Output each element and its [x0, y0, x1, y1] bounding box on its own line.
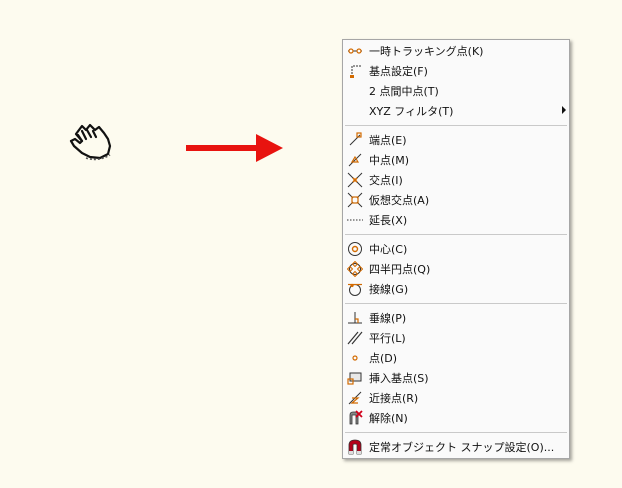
submenu-arrow-icon [562, 106, 566, 114]
temporary-track-point-icon [346, 43, 364, 59]
menu-item-tangent[interactable]: 接線(G) [343, 279, 569, 299]
midpoint-icon [346, 152, 364, 168]
tangent-icon [346, 281, 364, 297]
apparent-intersection-icon [346, 192, 364, 208]
menu-item-node[interactable]: 点(D) [343, 348, 569, 368]
menu-item-midpoint-between-two-points[interactable]: 2 点間中点(T) [369, 85, 439, 98]
hand-cursor-icon [69, 123, 112, 161]
menu-item-intersection[interactable]: 交点(I) [343, 170, 569, 190]
nearest-icon [346, 390, 364, 406]
menu-item-center[interactable]: 中心(C) [343, 239, 569, 259]
extension-icon [346, 212, 364, 228]
intersection-icon [346, 172, 364, 188]
insert-icon [346, 370, 364, 386]
perpendicular-icon [346, 310, 364, 326]
menu-item-parallel[interactable]: 平行(L) [343, 328, 569, 348]
endpoint-icon [346, 132, 364, 148]
menu-item-none[interactable]: 解除(N) [343, 408, 569, 428]
menu-item-perpendicular[interactable]: 垂線(P) [343, 308, 569, 328]
menu-item-endpoint[interactable]: 端点(E) [343, 130, 569, 150]
menu-separator [345, 125, 567, 126]
menu-separator [345, 303, 567, 304]
menu-item-apparent-intersection[interactable]: 仮想交点(A) [343, 190, 569, 210]
quadrant-icon [346, 261, 364, 277]
menu-item-xyz-filter[interactable]: XYZ フィルタ(T) [343, 101, 569, 121]
osnap-settings-icon [346, 439, 364, 455]
parallel-icon [346, 330, 364, 346]
center-icon [346, 241, 364, 257]
menu-item-extension[interactable]: 延長(X) [343, 210, 569, 230]
menu-item-nearest[interactable]: 近接点(R) [343, 388, 569, 408]
from-point-icon [346, 63, 364, 79]
object-snap-context-menu: 一時トラッキング点(K) 基点設定(F) 2 点間中点(T) XYZ フィルタ(… [342, 39, 570, 459]
menu-item-from-point[interactable]: 基点設定(F) [343, 61, 569, 81]
menu-separator [345, 432, 567, 433]
menu-item-osnap-settings[interactable]: 定常オブジェクト スナップ設定(O)... [343, 437, 569, 457]
node-icon [346, 350, 364, 366]
menu-separator [345, 234, 567, 235]
none-icon [346, 410, 364, 426]
menu-item-midpoint[interactable]: 中点(M) [343, 150, 569, 170]
red-arrow-icon [186, 134, 283, 162]
menu-item-temporary-track-point[interactable]: 一時トラッキング点(K) [343, 41, 569, 61]
menu-item-insert[interactable]: 挿入基点(S) [343, 368, 569, 388]
menu-item-quadrant[interactable]: 四半円点(Q) [343, 259, 569, 279]
